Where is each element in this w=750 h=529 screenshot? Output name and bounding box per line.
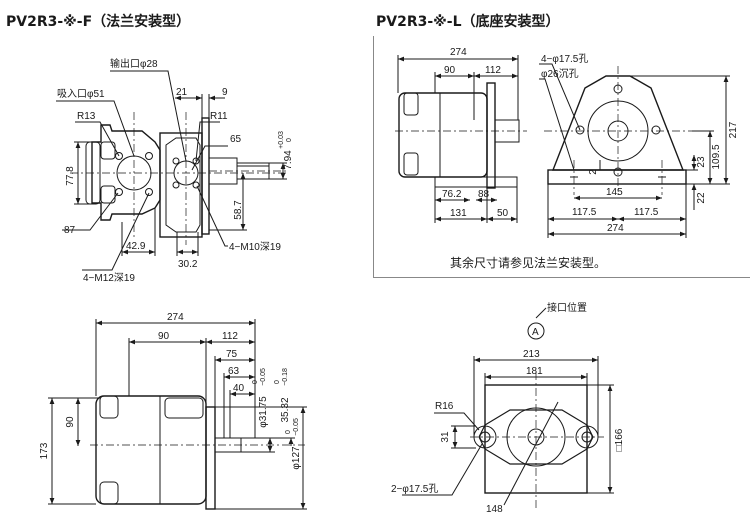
dim-77-8: 77.8 <box>65 166 76 186</box>
dim-274-bottom: 274 <box>607 223 624 234</box>
hole-label-2: φ26沉孔 <box>541 67 579 80</box>
hole-label-1: 4−φ17.5孔 <box>541 53 588 65</box>
section-divider-horizontal <box>373 277 750 278</box>
dim-88: 88 <box>478 189 490 200</box>
dim-key-tol-upper: +0.03 <box>278 131 285 149</box>
foot-mount-title: PV2R3-※-L（底座安装型） <box>376 14 560 30</box>
dim-65: 65 <box>230 134 242 145</box>
dim-274-top: 274 <box>450 47 467 58</box>
dim-217: 217 <box>728 121 739 138</box>
hole-label: 2−φ17.5孔 <box>391 483 438 495</box>
dim-166: □166 <box>614 428 625 451</box>
inlet-label: 吸入口φ51 <box>57 89 105 100</box>
dim-117-5-left: 117.5 <box>572 207 597 218</box>
dim-30-2: 30.2 <box>178 259 198 270</box>
dim-shaft3-tol-upper: 0 <box>285 430 292 434</box>
flange-pump-view <box>56 70 287 271</box>
section-divider-vertical <box>373 36 374 278</box>
dim-shaft1: φ31.75 <box>258 396 269 428</box>
dim-shaft2-tol-lower: −0.18 <box>282 368 289 386</box>
dim-109-5: 109.5 <box>711 144 722 169</box>
dim-shaft2-tol-upper: 0 <box>274 380 281 384</box>
dim-58-7: 58.7 <box>233 200 244 220</box>
dim-213: 213 <box>523 349 540 360</box>
dim-shaft2: 35.32 <box>280 397 291 422</box>
pump-side-view <box>48 319 307 510</box>
flange-view-labels: 输出口φ28 吸入口φ51 R13 R11 21 9 65 77.8 87 42… <box>57 57 294 284</box>
dim-148: 148 <box>486 504 503 515</box>
foot-pump-side-view <box>395 55 527 223</box>
dim-274: 274 <box>167 312 184 323</box>
front-view-labels: 接口位置 A 213 181 R16 31 □166 2−φ17.5孔 148 <box>391 301 625 515</box>
dim-r11: R11 <box>210 111 228 122</box>
m12-label: 4−M12深19 <box>83 272 135 284</box>
outlet-label: 输出口φ28 <box>110 57 158 70</box>
dim-shaft1-tol-upper: 0 <box>252 380 259 384</box>
foot-view-labels: 274 90 112 4−φ17.5孔 φ26沉孔 2 23 109.5 217… <box>442 47 739 234</box>
foot-pump-front-view <box>539 63 730 238</box>
dim-90-vertical: 90 <box>65 416 76 428</box>
side-view-labels: 274 90 112 75 63 40 90 173 φ31.75 0 −0.0… <box>39 312 302 470</box>
dim-117-5-right: 117.5 <box>634 207 659 218</box>
dim-112-top: 112 <box>485 65 501 76</box>
dim-22: 22 <box>696 192 707 204</box>
dim-40: 40 <box>233 383 245 394</box>
dim-9: 9 <box>222 87 228 98</box>
dim-145: 145 <box>606 187 623 198</box>
port-position-label: 接口位置 <box>547 301 587 314</box>
port-mark: A <box>532 327 539 338</box>
dim-r13: R13 <box>77 111 96 122</box>
dim-90-top: 90 <box>444 65 456 76</box>
dim-181: 181 <box>526 366 543 377</box>
pump-front-view <box>402 307 614 510</box>
dim-shaft3: φ127 <box>291 446 302 470</box>
dim-76-2: 76.2 <box>442 189 462 200</box>
dim-87: 87 <box>64 225 76 236</box>
dim-21: 21 <box>176 87 188 98</box>
dim-shaft3-tol-lower: −0.05 <box>293 418 300 436</box>
dim-r16: R16 <box>435 401 454 412</box>
dim-23: 23 <box>696 156 707 168</box>
dim-90: 90 <box>158 331 170 342</box>
dim-42-9: 42.9 <box>126 241 146 252</box>
dim-75: 75 <box>226 349 238 360</box>
m10-label: 4−M10深19 <box>229 241 281 253</box>
dim-131: 131 <box>450 208 467 219</box>
flange-mount-title: PV2R3-※-F（法兰安装型） <box>6 14 191 30</box>
dim-shaft1-tol-lower: −0.05 <box>260 368 267 386</box>
dim-50: 50 <box>497 208 509 219</box>
dim-173: 173 <box>39 442 50 459</box>
dim-112: 112 <box>222 331 238 342</box>
reference-note: 其余尺寸请参见法兰安装型。 <box>450 256 607 270</box>
dim-2: 2 <box>588 169 599 175</box>
dim-63: 63 <box>228 366 240 377</box>
dim-key: 7.94 <box>283 150 294 170</box>
dim-31: 31 <box>440 431 451 443</box>
dim-key-tol-lower: 0 <box>286 138 293 142</box>
